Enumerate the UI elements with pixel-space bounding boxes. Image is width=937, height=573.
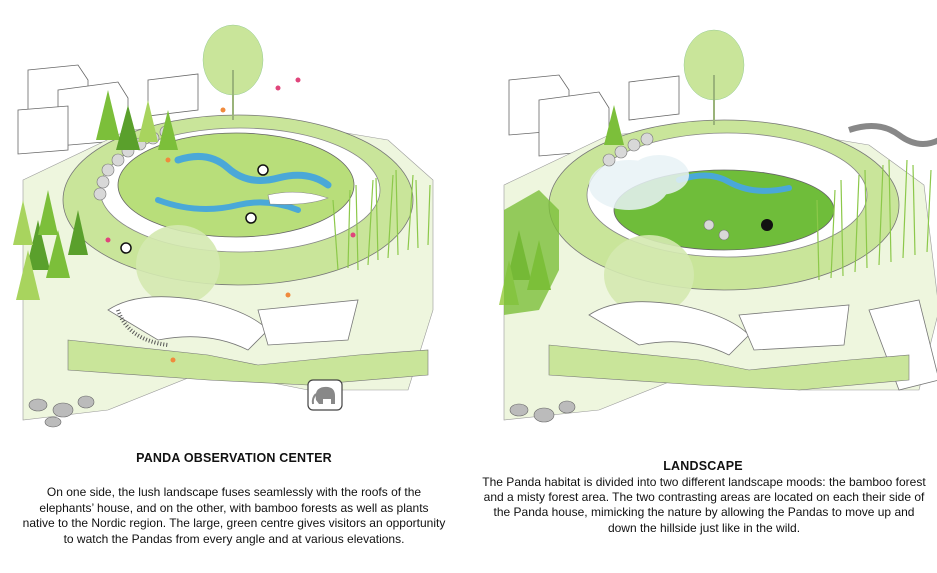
elephant-icon [307,379,343,411]
panel-title: PANDA OBSERVATION CENTER [136,451,332,465]
panel-description: The Panda habitat is divided into two di… [482,475,926,535]
lower-terrace [107,296,359,351]
panel-title: LANDSCAPE [663,459,743,473]
observation-center-illustration [13,24,434,428]
rock-wall [602,132,730,241]
panel-description: On one side, the lush landscape fuses se… [22,485,446,546]
green-ribbon [67,339,429,386]
panda-enclosure [117,132,355,238]
tree-top [202,24,264,120]
bamboo-grass [816,159,932,281]
visitors [105,77,356,363]
mist-cloud [589,155,689,210]
panda-icon [761,219,773,231]
tree-top [683,29,745,125]
green-ribbon [548,344,910,391]
tree-center [136,225,220,305]
bamboo-grass [332,169,431,271]
water-stream [174,152,332,189]
tree-center [604,235,694,315]
winding-path [848,123,937,147]
panda-icon [120,164,269,254]
white-pool [267,191,329,205]
buildings-outline [508,74,680,157]
lower-terrace [588,299,937,391]
rocks-bottom [28,395,95,428]
bamboo-forest-hill [504,190,559,315]
rocks-bottom [509,400,576,423]
conifer-trees [13,90,178,300]
panel-observation-center: PANDA OBSERVATION CENTER On one side, th… [0,0,468,573]
landscape-illustration [499,29,937,423]
water-stream [676,172,792,194]
panel-landscape: LANDSCAPE The Panda habitat is divided i… [469,0,937,573]
